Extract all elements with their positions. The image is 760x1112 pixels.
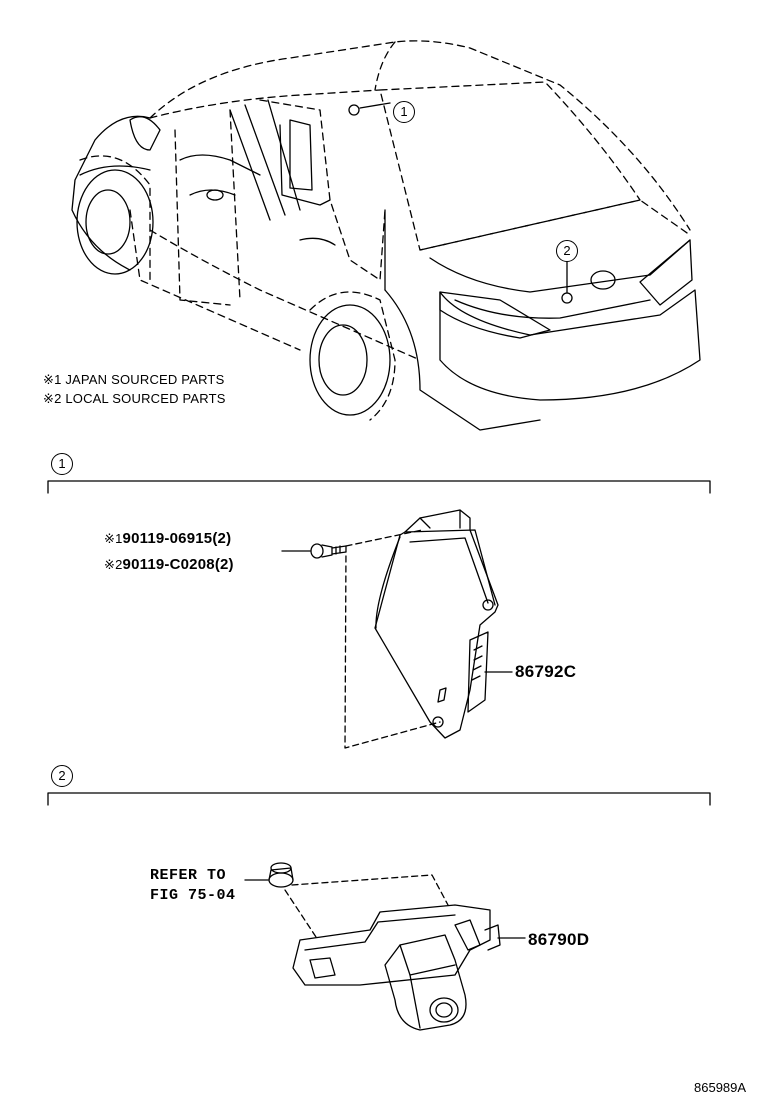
overview-callout-1[interactable]: 1 xyxy=(393,101,415,123)
part-qty: (2) xyxy=(212,530,232,547)
part-number: 90119-C0208 xyxy=(122,556,215,573)
diagram-number: 865989A xyxy=(694,1080,747,1095)
ecu-assembly xyxy=(281,509,513,749)
note-local-sourced: ※2 LOCAL SOURCED PARTS xyxy=(43,391,226,406)
part-86792c[interactable]: 86792C xyxy=(515,662,577,681)
section-2-rule xyxy=(47,792,711,806)
section-1-rule xyxy=(47,480,711,494)
camera-assembly xyxy=(244,862,526,1031)
part-qty: (2) xyxy=(214,556,234,573)
section-1-marker: 1 xyxy=(51,453,73,475)
part-bolt-japan[interactable]: ※190119-06915(2) xyxy=(104,530,231,547)
refer-to-fig[interactable]: REFER TO FIG 75-04 xyxy=(150,866,236,906)
car-illustration xyxy=(71,40,701,431)
part-prefix: ※1 xyxy=(104,531,123,546)
part-prefix: ※2 xyxy=(104,557,123,572)
refer-line-2: FIG 75-04 xyxy=(150,887,236,904)
part-number: 90119-06915 xyxy=(122,530,213,547)
overview-callout-2[interactable]: 2 xyxy=(556,240,578,262)
bolt-icon xyxy=(310,543,347,559)
nut-icon xyxy=(268,862,294,888)
refer-line-1: REFER TO xyxy=(150,867,227,884)
part-86790d[interactable]: 86790D xyxy=(528,930,590,949)
part-bolt-local[interactable]: ※290119-C0208(2) xyxy=(104,556,234,573)
section-2-marker: 2 xyxy=(51,765,73,787)
note-japan-sourced: ※1 JAPAN SOURCED PARTS xyxy=(43,372,225,387)
